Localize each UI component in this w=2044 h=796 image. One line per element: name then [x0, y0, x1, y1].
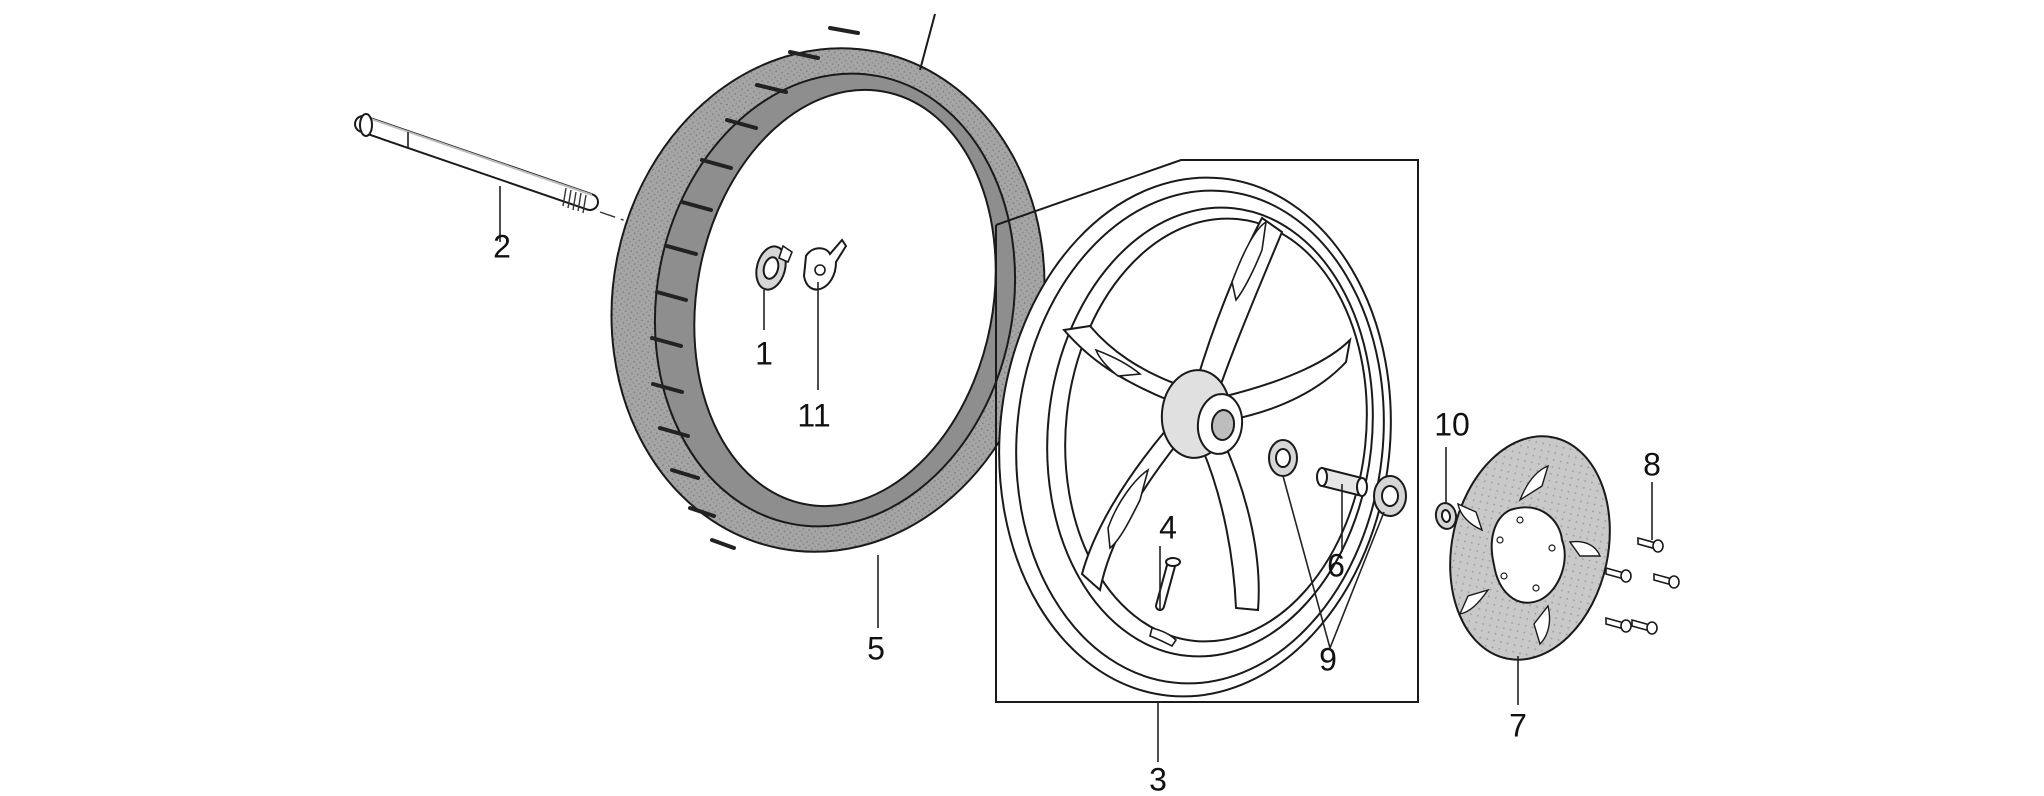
disc-bolts-part: [1605, 536, 1680, 635]
callout-10: 10: [1434, 406, 1470, 442]
disc-cutouts: [1457, 464, 1602, 646]
wheel-hub: [1160, 369, 1244, 459]
bolt: [1605, 566, 1632, 583]
bearing-right-part: [1373, 475, 1407, 517]
tire-valve-part: [1155, 557, 1181, 611]
tire-tread-marks: [650, 26, 860, 550]
wheel-rim-part: [995, 159, 1419, 703]
tab-washer-part: [802, 238, 848, 291]
bolt: [1605, 616, 1632, 633]
callout-4: 4: [1159, 509, 1177, 545]
speedometer-drive-part: [755, 244, 793, 291]
callout-9: 9: [1319, 641, 1337, 677]
brake-disc-part: [1449, 435, 1611, 661]
axle-part: [354, 113, 599, 214]
callout-11: 11: [797, 397, 830, 433]
tire-part: [610, 13, 1046, 553]
callout-6: 6: [1327, 547, 1345, 583]
callout-5: 5: [867, 630, 885, 666]
bolt: [1637, 536, 1664, 553]
leader-lines: [499, 186, 1653, 762]
spacer-sleeve-part: [1316, 466, 1368, 498]
callout-7: 7: [1509, 707, 1527, 743]
callout-1: 1: [755, 335, 773, 371]
callout-2: 2: [493, 228, 511, 264]
callout-8: 8: [1643, 446, 1661, 482]
bolt: [1631, 618, 1658, 635]
callout-3: 3: [1149, 761, 1167, 796]
rim-group-frame: [995, 159, 1419, 703]
bearing-left-part: [1268, 439, 1298, 477]
washer-part: [1434, 502, 1458, 530]
axle-threads: [562, 187, 587, 214]
bolt: [1653, 572, 1680, 589]
rim-spoke-cutouts: [1094, 220, 1268, 550]
